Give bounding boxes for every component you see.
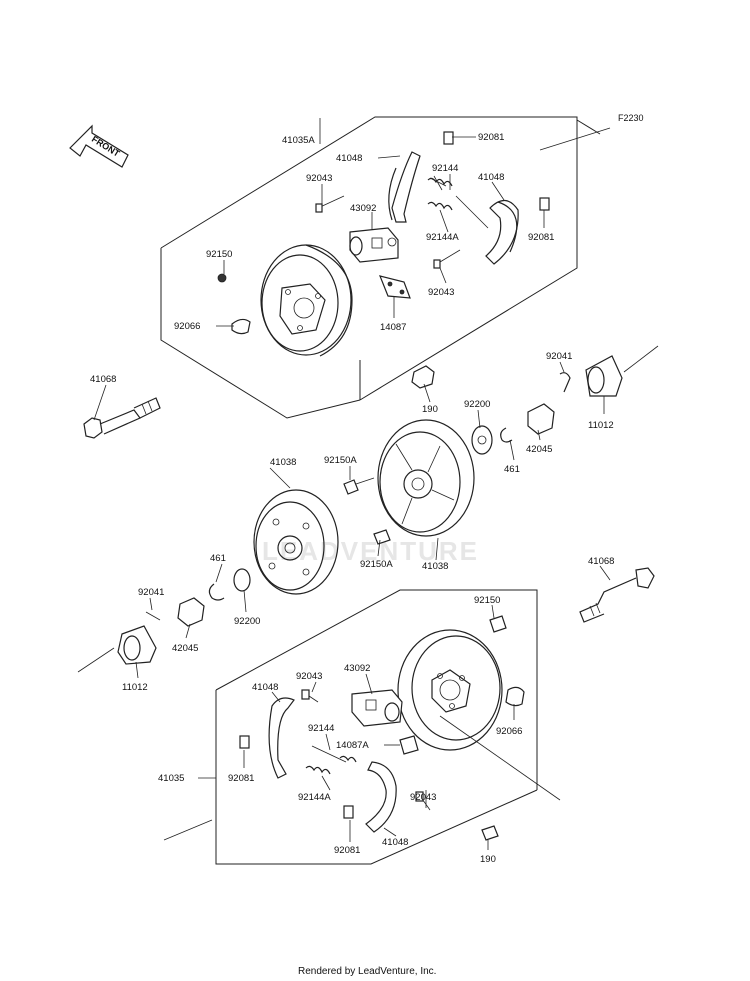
lower-wheel-cylinder <box>351 689 403 727</box>
label-43092-upper: 43092 <box>350 203 376 214</box>
upper-brake-assembly-frame <box>160 116 611 419</box>
watermark-text: LEADVENTURE <box>262 536 479 566</box>
label-461-lower: 461 <box>210 553 226 564</box>
label-14087: 14087 <box>380 322 406 333</box>
label-11012-upper: 11012 <box>588 420 614 431</box>
label-41068-left: 41068 <box>90 374 116 385</box>
label-14087A: 14087A <box>336 740 369 751</box>
upper-wheel-cylinder <box>349 227 399 263</box>
axle-shaft-left <box>83 397 161 439</box>
label-42045-lower: 42045 <box>172 643 198 654</box>
label-43092-lower: 43092 <box>344 663 370 674</box>
label-41048-upper-a: 41048 <box>336 153 362 164</box>
front-arrow-icon: FRONT <box>69 124 129 168</box>
label-92144-lower: 92144 <box>308 723 334 734</box>
upper-brake-shoe-left <box>388 151 421 223</box>
label-41048-upper-b: 41048 <box>478 172 504 183</box>
lower-brake-shoe-right <box>365 761 397 833</box>
drum-studs <box>343 477 391 545</box>
upper-hub-nut-group <box>411 345 659 455</box>
leader-lines <box>93 118 611 850</box>
label-92150A-b: 92150A <box>360 559 393 570</box>
upper-small-parts <box>217 131 550 335</box>
label-92144A-upper: 92144A <box>426 232 459 243</box>
label-41035A: 41035A <box>282 135 315 146</box>
label-92066-upper: 92066 <box>174 321 200 332</box>
label-92081-upper-a: 92081 <box>478 132 504 143</box>
label-92200-lower: 92200 <box>234 616 260 627</box>
lower-brake-panel <box>397 629 503 751</box>
label-41048-lower-b: 41048 <box>382 837 408 848</box>
lower-brake-assembly-frame <box>163 589 561 865</box>
label-41038-b: 41038 <box>422 561 448 572</box>
upper-bracket-14087 <box>379 275 411 299</box>
label-92041-lower: 92041 <box>138 587 164 598</box>
label-190-lower: 190 <box>480 854 496 865</box>
label-41068-right: 41068 <box>588 556 614 567</box>
label-92043-lower-b: 92043 <box>410 792 436 803</box>
label-42045-upper: 42045 <box>526 444 552 455</box>
axle-shaft-right <box>579 567 655 623</box>
part-labels: 41035A 92081 41048 92144 41048 92043 430… <box>90 132 614 865</box>
label-41038-a: 41038 <box>270 457 296 468</box>
upper-brake-shoe-right <box>485 199 519 265</box>
label-461-upper: 461 <box>504 464 520 475</box>
label-92081-lower-b: 92081 <box>334 845 360 856</box>
lower-brake-shoe-left <box>268 697 295 779</box>
label-11012-lower: 11012 <box>122 682 148 693</box>
front-brake-drum-front <box>253 489 339 595</box>
label-92150A-a: 92150A <box>324 455 357 466</box>
label-92144-upper: 92144 <box>432 163 458 174</box>
label-190-upper: 190 <box>422 404 438 415</box>
front-brake-drum-rear <box>377 419 475 537</box>
label-92066-lower: 92066 <box>496 726 522 737</box>
label-92043-lower-a: 92043 <box>296 671 322 682</box>
label-41035: 41035 <box>158 773 184 784</box>
label-92081-lower-a: 92081 <box>228 773 254 784</box>
label-92041-upper: 92041 <box>546 351 572 362</box>
figure-code: F2230 <box>618 113 644 123</box>
upper-brake-panel <box>260 244 353 357</box>
label-92081-upper-b: 92081 <box>528 232 554 243</box>
lower-small-parts <box>239 615 525 841</box>
label-92150-upper: 92150 <box>206 249 232 260</box>
front-label: FRONT <box>90 134 122 159</box>
label-92043-upper-a: 92043 <box>306 173 332 184</box>
label-41048-lower-a: 41048 <box>252 682 278 693</box>
label-92150-lower: 92150 <box>474 595 500 606</box>
label-92144A-lower: 92144A <box>298 792 331 803</box>
footer-credit: Rendered by LeadVenture, Inc. <box>298 966 436 977</box>
lower-left-hub-nut-group <box>77 568 251 673</box>
label-92200-upper: 92200 <box>464 399 490 410</box>
label-92043-upper-b: 92043 <box>428 287 454 298</box>
